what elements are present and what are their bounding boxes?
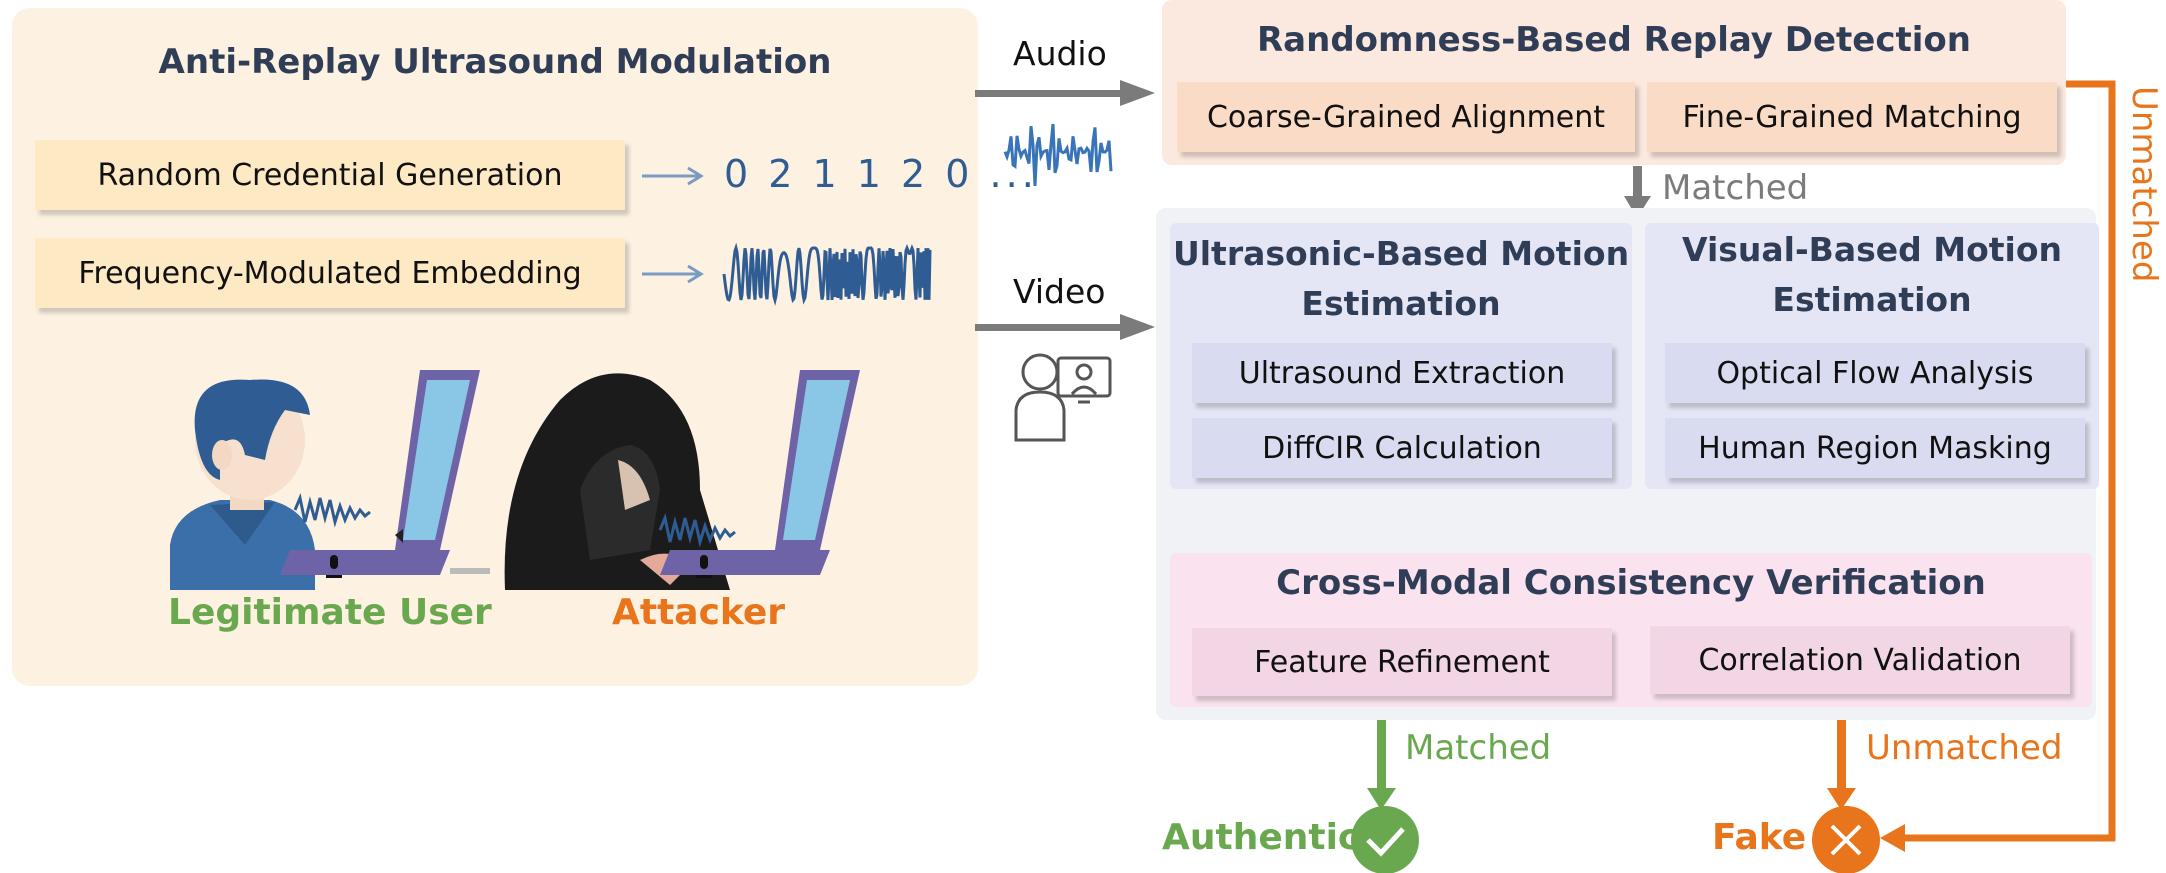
fake-label: Fake (1712, 817, 1807, 858)
video-label: Video (1013, 272, 1106, 311)
video-arrow (975, 314, 1155, 340)
microphone-icon (326, 555, 342, 578)
frequency-embedding-box: Frequency-Modulated Embedding (35, 238, 625, 308)
hooded-attacker-icon (504, 373, 730, 590)
outcome-matched-label: Matched (1405, 728, 1552, 768)
voice-wave-icon (293, 492, 371, 528)
unmatched-side-label: Unmatched (2124, 86, 2164, 283)
replay-matched-label: Matched (1662, 168, 1809, 208)
laptop-icon (280, 370, 490, 575)
credential-arrow (642, 166, 704, 186)
attacker-microphone-icon (696, 555, 712, 578)
ultrasonic-motion-title-line1: Ultrasonic-Based Motion (1172, 234, 1630, 273)
audio-arrow (975, 80, 1155, 106)
embedding-arrow (642, 264, 704, 284)
fm-wave-icon (722, 242, 932, 306)
authentic-label: Authentic (1162, 817, 1360, 858)
matched-green-arrow (1367, 720, 1396, 810)
fine-matching-box: Fine-Grained Matching (1647, 82, 2057, 152)
speaker-icon (395, 529, 403, 543)
feature-refinement-box: Feature Refinement (1192, 628, 1612, 696)
attacker-illustration (504, 370, 860, 590)
human-region-masking-box: Human Region Masking (1665, 418, 2085, 478)
diffcir-calculation-box: DiffCIR Calculation (1192, 418, 1612, 478)
legitimate-user-label: Legitimate User (168, 592, 492, 633)
attacker-laptop-icon (660, 370, 860, 575)
optical-flow-box: Optical Flow Analysis (1665, 343, 2085, 403)
attacker-wave-icon (658, 512, 736, 548)
video-call-icon (1014, 353, 1112, 442)
visual-motion-title-line1: Visual-Based Motion (1682, 230, 2062, 269)
cross-icon (1812, 806, 1880, 873)
random-credential-box: Random Credential Generation (35, 140, 625, 210)
cross-modal-title: Cross-Modal Consistency Verification (1276, 563, 1986, 603)
unmatched-route-arrowhead (1880, 824, 1905, 852)
legitimate-user-illustration (170, 370, 490, 590)
ultrasonic-motion-title-line2: Estimation (1301, 284, 1501, 323)
attacker-label: Attacker (612, 592, 786, 633)
visual-motion-title-line2: Estimation (1772, 280, 1972, 319)
credential-digits: 0 2 1 1 2 0 ... (724, 152, 1038, 196)
audio-label: Audio (1013, 34, 1107, 73)
anti-replay-title: Anti-Replay Ultrasound Modulation (158, 42, 832, 82)
user-figure-icon (170, 379, 315, 590)
outcome-unmatched-label: Unmatched (1866, 728, 2063, 768)
correlation-validation-box: Correlation Validation (1650, 626, 2070, 694)
replay-detection-title: Randomness-Based Replay Detection (1257, 20, 1971, 60)
unmatched-route (1902, 80, 2116, 842)
check-icon (1351, 806, 1419, 873)
coarse-alignment-box: Coarse-Grained Alignment (1177, 82, 1635, 152)
unmatched-orange-arrow (1827, 720, 1856, 810)
replay-matched-arrow (1624, 166, 1651, 218)
ultrasound-extraction-box: Ultrasound Extraction (1192, 343, 1612, 403)
audio-wave-icon (1003, 123, 1113, 186)
